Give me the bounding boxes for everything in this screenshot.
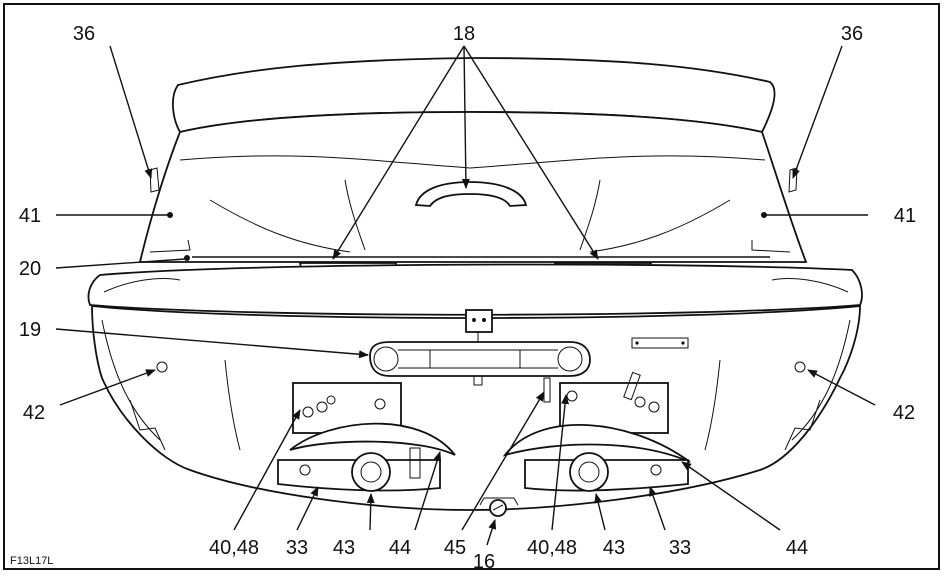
callout-33-right: 33 xyxy=(669,537,691,559)
callout-16: 16 xyxy=(473,551,495,573)
callout-40-48-right: 40,48 xyxy=(527,537,577,559)
callout-44-right: 44 xyxy=(786,537,808,559)
leader-lines xyxy=(55,45,876,546)
callout-44-left: 44 xyxy=(389,537,411,559)
diagram-frame xyxy=(3,3,940,570)
figure-code: F13L17L xyxy=(10,555,53,567)
callout-45: 45 xyxy=(444,537,466,559)
callout-42-right: 42 xyxy=(893,402,915,424)
callout-36-left: 36 xyxy=(73,23,95,45)
callout-43-right: 43 xyxy=(603,537,625,559)
callout-33-left: 33 xyxy=(286,537,308,559)
callout-43-left: 43 xyxy=(333,537,355,559)
callout-18: 18 xyxy=(453,23,475,45)
callout-42-left: 42 xyxy=(23,402,45,424)
callout-41-left: 41 xyxy=(19,205,41,227)
tailgate-outline xyxy=(87,57,863,517)
callout-labels: 18 36 36 41 41 20 19 42 42 40,48 33 43 4… xyxy=(10,23,916,573)
callout-20: 20 xyxy=(19,258,41,280)
callout-19: 19 xyxy=(19,319,41,341)
callout-36-right: 36 xyxy=(841,23,863,45)
callout-41-right: 41 xyxy=(894,205,916,227)
callout-40-48-left: 40,48 xyxy=(209,537,259,559)
